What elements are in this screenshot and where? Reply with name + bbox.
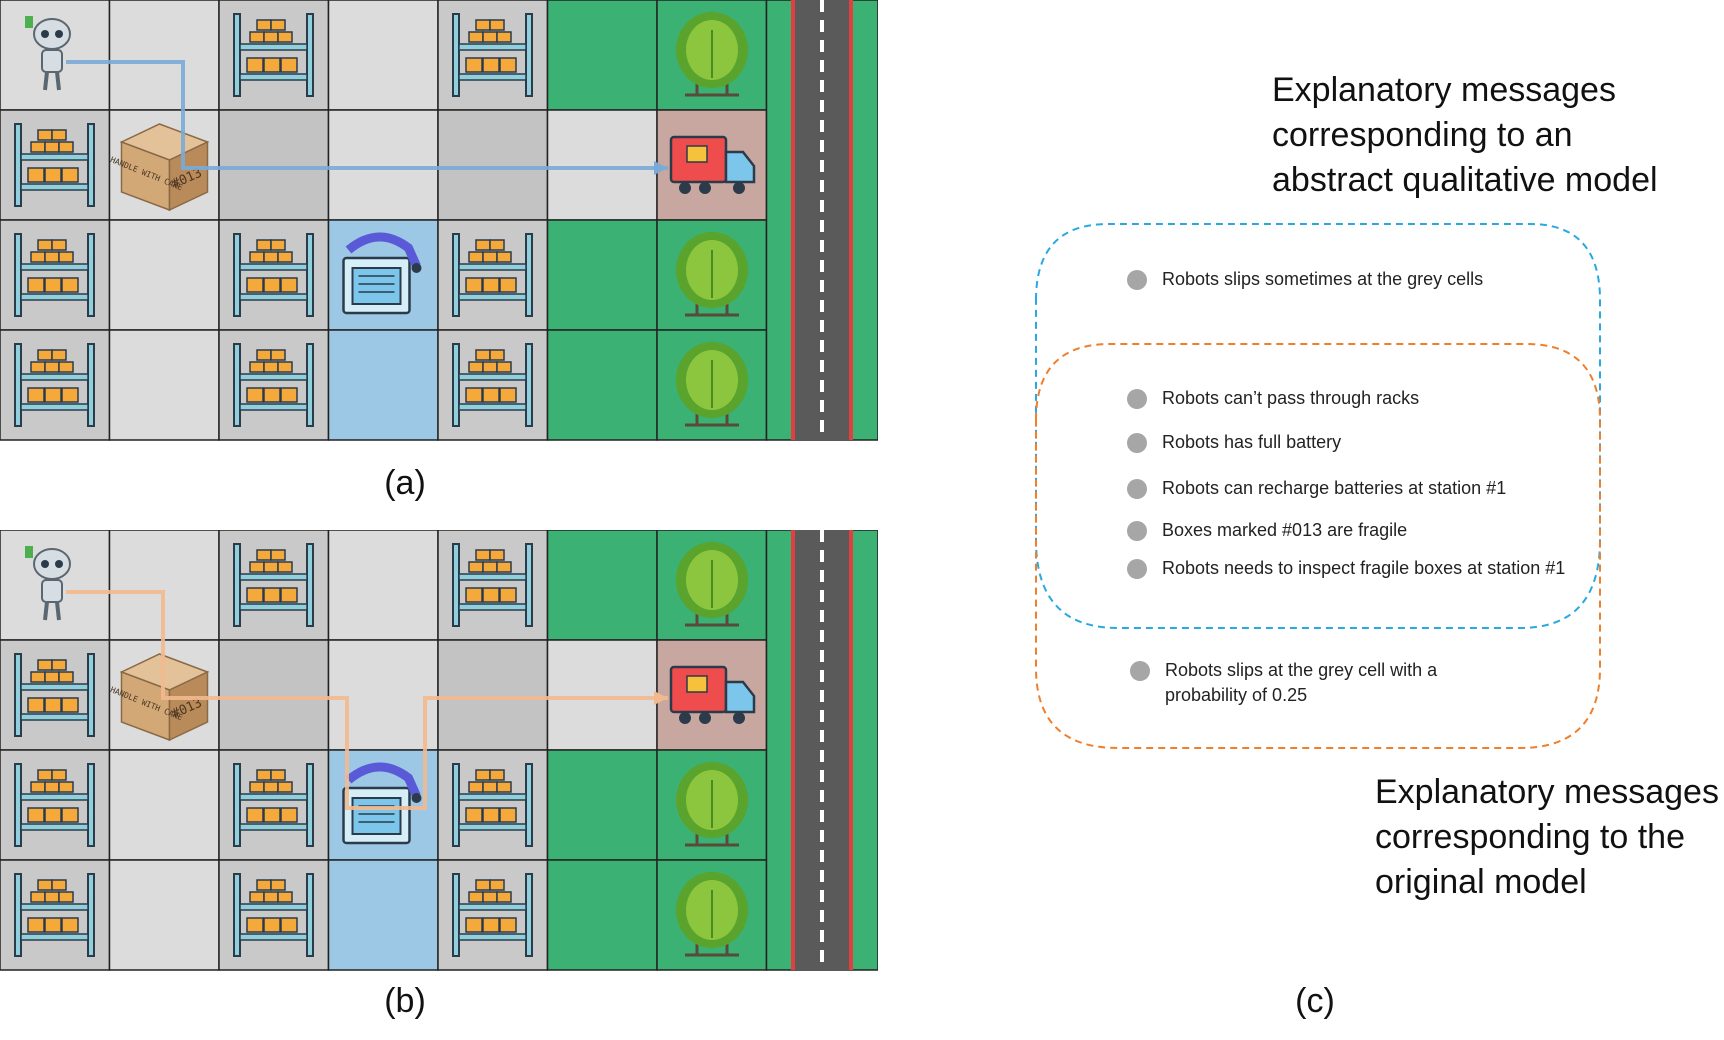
rack-icon	[14, 873, 95, 957]
station-icon	[342, 232, 422, 315]
rack-icon	[233, 233, 314, 317]
rack-icon	[14, 653, 95, 737]
grid-cell	[546, 219, 658, 331]
bullet-icon	[1130, 661, 1150, 681]
rack-icon	[452, 343, 533, 427]
bullet-icon	[1127, 559, 1147, 579]
grid-cell	[108, 859, 220, 971]
rack-icon	[233, 13, 314, 97]
shared-message-5: Robots needs to inspect fragile boxes at…	[1162, 558, 1566, 578]
grid-cell	[546, 109, 658, 221]
bullet-icon	[1127, 433, 1147, 453]
original-heading-line-1: Explanatory messages	[1375, 773, 1719, 811]
path-arrowhead	[654, 161, 668, 175]
warehouse-grid-a: HANDLE WITH CARE#013	[0, 0, 878, 441]
tree-icon	[676, 342, 748, 427]
original-only-line-1: Robots slips at the grey cell with a	[1165, 660, 1438, 680]
tree-icon	[676, 872, 748, 957]
grid-cell	[437, 109, 549, 221]
fragile-box-icon: HANDLE WITH CARE#013	[109, 123, 210, 212]
abstract-heading-line-1: Explanatory messages	[1272, 71, 1616, 109]
grid-cell	[546, 639, 658, 751]
rack-icon	[452, 873, 533, 957]
grid-panel-b: HANDLE WITH CARE#013	[0, 530, 878, 973]
abstract-heading-line-2: corresponding to an	[1272, 116, 1573, 154]
shared-message-1: Robots can’t pass through racks	[1162, 388, 1420, 408]
grid-cell	[437, 639, 549, 751]
robot-path	[66, 590, 668, 810]
original-model-cloud	[1035, 343, 1601, 749]
rack-icon	[233, 343, 314, 427]
grid-panel-a: HANDLE WITH CARE#013	[0, 0, 878, 443]
bullet-icon	[1127, 270, 1147, 290]
truck-icon	[669, 135, 756, 194]
grid-cell	[108, 329, 220, 441]
robot-path	[66, 60, 668, 170]
abstract-model-cloud	[1035, 223, 1601, 629]
warehouse-grid-b: HANDLE WITH CARE#013	[0, 530, 878, 971]
original-heading-line-3: original model	[1375, 863, 1587, 901]
abstract-only-message: Robots slips sometimes at the grey cells	[1162, 269, 1484, 289]
abstract-model-heading: Explanatory messages corresponding to an…	[1272, 68, 1658, 203]
abstract-heading-line-3: abstract qualitative model	[1272, 161, 1658, 199]
caption-b: (b)	[384, 982, 426, 1020]
grid-cell	[108, 219, 220, 331]
rack-icon	[452, 233, 533, 317]
truck-icon	[669, 665, 756, 724]
tree-icon	[676, 762, 748, 847]
rack-icon	[233, 763, 314, 847]
bullet-icon	[1127, 479, 1147, 499]
rack-icon	[14, 763, 95, 847]
original-heading-line-2: corresponding to the	[1375, 818, 1685, 856]
grid-cell	[218, 109, 330, 221]
original-only-message: Robots slips at the grey cell with a pro…	[1165, 658, 1437, 708]
rack-icon	[452, 763, 533, 847]
path-arrowhead	[654, 691, 668, 705]
caption-c: (c)	[1295, 982, 1335, 1020]
grid-cell	[546, 329, 658, 441]
rack-icon	[233, 543, 314, 627]
tree-icon	[676, 232, 748, 317]
grid-cell	[327, 109, 439, 221]
grid-cell	[546, 749, 658, 861]
rack-icon	[452, 543, 533, 627]
grid-cell	[327, 329, 439, 441]
shared-message-3: Robots can recharge batteries at station…	[1162, 478, 1507, 498]
station-icon	[342, 762, 422, 845]
tree-icon	[676, 542, 748, 627]
grid-cell	[108, 0, 220, 111]
rack-icon	[452, 13, 533, 97]
rack-icon	[14, 233, 95, 317]
tree-icon	[676, 12, 748, 97]
caption-a: (a)	[384, 464, 426, 502]
rack-icon	[14, 343, 95, 427]
original-model-heading: Explanatory messages corresponding to th…	[1375, 770, 1719, 905]
grid-cell	[546, 859, 658, 971]
shared-message-4: Boxes marked #013 are fragile	[1162, 520, 1408, 540]
bullet-icon	[1127, 389, 1147, 409]
original-only-line-2: probability of 0.25	[1165, 685, 1308, 705]
shared-message-2: Robots has full battery	[1162, 432, 1342, 452]
grid-cell	[327, 0, 439, 111]
bullet-icon	[1127, 521, 1147, 541]
robot-icon	[25, 16, 71, 91]
rack-icon	[14, 123, 95, 207]
rack-icon	[233, 873, 314, 957]
robot-icon	[25, 546, 71, 621]
